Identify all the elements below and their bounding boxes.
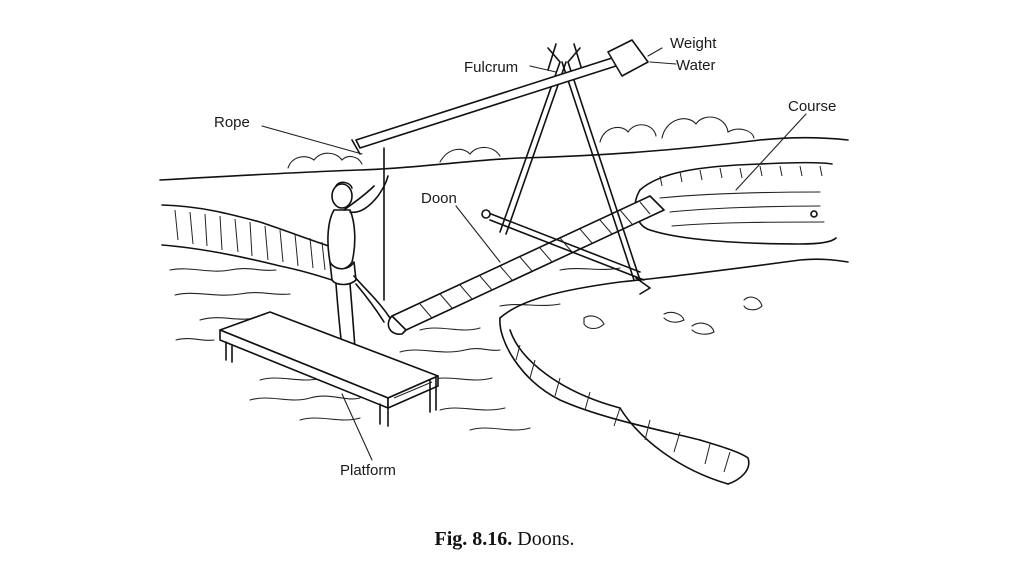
a-frame-support: [499, 43, 641, 281]
left-bank: [161, 204, 339, 283]
horizon-line: [159, 116, 849, 181]
figure-caption: Fig. 8.16. Doons.: [0, 528, 1009, 551]
ducks: [583, 296, 763, 335]
right-bank: [499, 258, 849, 485]
doon-crossbar: [481, 209, 651, 295]
man-figure: [327, 175, 391, 369]
water-ripples: [169, 267, 621, 431]
platform: [219, 311, 439, 427]
label-doon: Doon: [421, 190, 457, 207]
caption-number: Fig. 8.16.: [434, 528, 513, 550]
label-course: Course: [788, 98, 836, 115]
leader-lines: [261, 47, 807, 461]
course-channel: [634, 161, 837, 245]
label-water: Water: [676, 57, 715, 74]
label-fulcrum: Fulcrum: [464, 59, 518, 76]
label-weight: Weight: [670, 35, 717, 52]
counter-weight: [607, 39, 649, 77]
label-platform: Platform: [340, 462, 396, 479]
caption-title: Doons.: [517, 528, 575, 550]
label-rope: Rope: [214, 114, 250, 131]
doon-trough: [387, 195, 665, 335]
